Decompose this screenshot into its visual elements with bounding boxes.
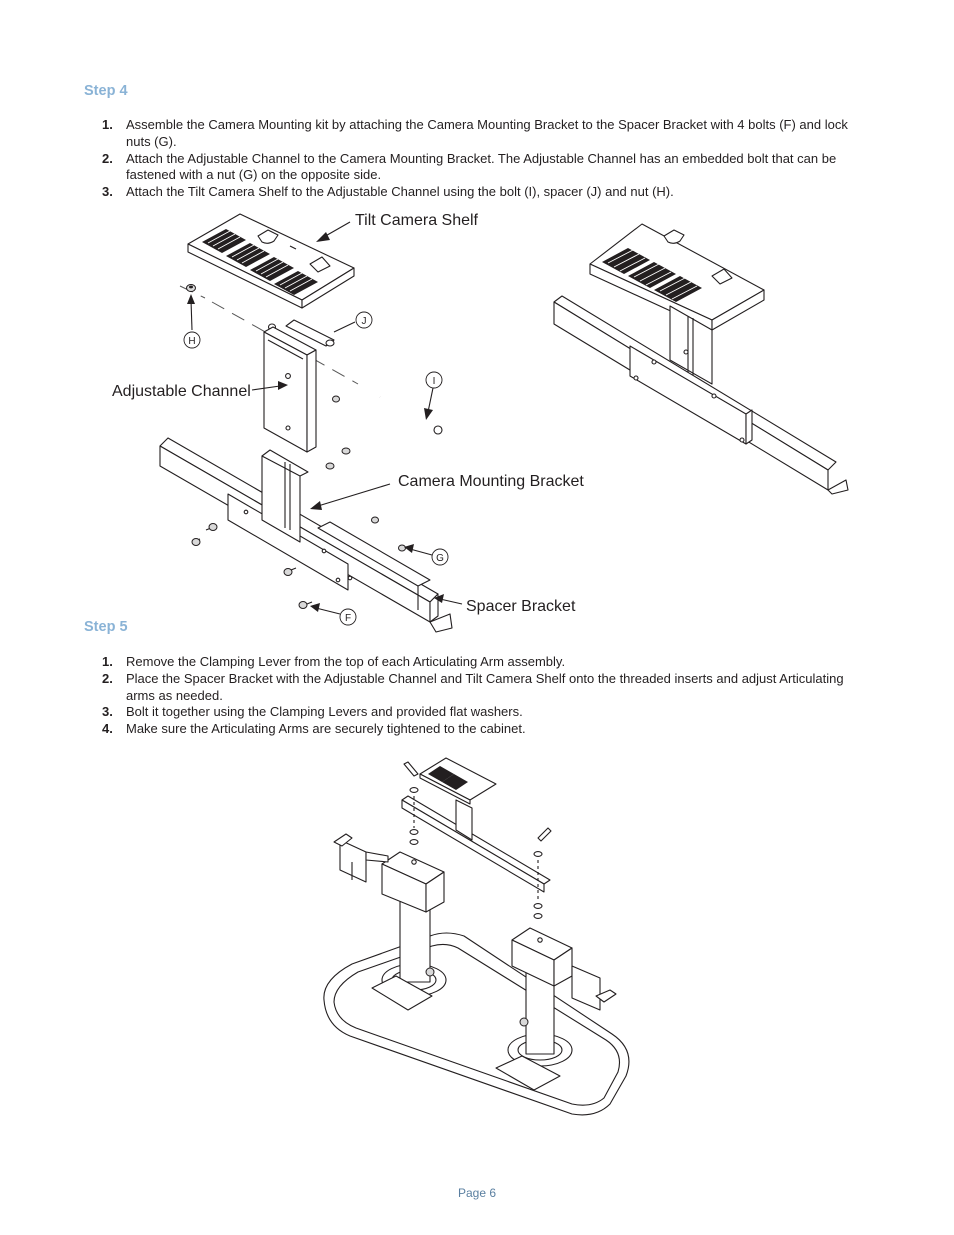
camera-mounting-bracket-label: Camera Mounting Bracket: [398, 473, 584, 490]
item-text: Attach the Adjustable Channel to the Cam…: [126, 150, 837, 183]
part-label-h: H: [188, 336, 195, 347]
adjustable-channel-label: Adjustable Channel: [112, 383, 251, 400]
callout-circle: [355, 311, 373, 329]
item-number: 1.: [102, 117, 113, 132]
part-label-f: F: [345, 613, 351, 624]
item-number: 2.: [102, 670, 113, 686]
exploded-view-diagram: H J I G F: [159, 213, 463, 633]
assembled-view-diagram: [553, 223, 849, 495]
item-number: 3.: [102, 184, 113, 200]
clamping-levers: [403, 761, 552, 919]
item-text: Assemble the Camera Mounting kit by atta…: [126, 117, 848, 149]
tilt-camera-shelf-label: Tilt Camera Shelf: [355, 212, 478, 229]
final-assembly-diagram: [323, 757, 630, 1116]
nut-h-part: [186, 284, 196, 292]
list-item: 3. Bolt it together using the Clamping Le…: [102, 704, 862, 721]
list-item: 2. Attach the Adjustable Channel to the C…: [102, 151, 862, 185]
list-item: 1. Remove the Clamping Lever from the top…: [102, 654, 862, 671]
item-number: 1.: [102, 654, 113, 669]
item-number: 4.: [102, 721, 113, 737]
item-text: Remove the Clamping Lever from the top o…: [126, 654, 566, 669]
step-5-list: 1. Remove the Clamping Lever from the top…: [102, 654, 862, 738]
part-label-j: J: [362, 316, 367, 327]
camera-mounting-bracket-part: [227, 449, 431, 610]
part-callouts: H J I G F: [183, 311, 449, 626]
item-text: Attach the Tilt Camera Shelf to the Adju…: [126, 184, 674, 200]
step-5-heading: Step 5: [84, 619, 128, 635]
item-text: Make sure the Articulating Arms are secu…: [126, 721, 526, 737]
part-label-g: G: [436, 553, 444, 564]
adjustable-channel-part: [263, 326, 340, 453]
callout-circle: [339, 608, 357, 626]
page-number: Page 6: [457, 1186, 497, 1200]
spacer-bracket-label: Spacer Bracket: [466, 598, 576, 615]
assembly-axis-line: [211, 301, 359, 385]
assembly-axis-line: [179, 285, 206, 299]
item-text: Bolt it together using the Clamping Leve…: [126, 704, 523, 720]
tilt-camera-shelf-part: [187, 213, 355, 309]
hardware-nuts-bolts: [191, 447, 406, 609]
item-text: Place the Spacer Bracket with the Adjust…: [126, 670, 844, 703]
list-item: 3. Attach the Tilt Camera Shelf to the Ad…: [102, 184, 862, 201]
base-plate: [323, 932, 630, 1116]
item-number: 3.: [102, 704, 113, 720]
list-item: 4. Make sure the Articulating Arms are se…: [102, 721, 862, 738]
part-label-i: I: [433, 376, 436, 387]
item-number: 2.: [102, 150, 113, 166]
leader-lines: [187, 221, 463, 615]
bolt-i-part: [379, 396, 443, 435]
callout-circle: [431, 548, 449, 566]
list-item: 1. Assemble the Camera Mounting kit by at…: [102, 117, 862, 151]
callout-circle: [425, 371, 443, 389]
list-item: 2. Place the Spacer Bracket with the Adju…: [102, 671, 862, 705]
step-4-heading: Step 4: [84, 83, 128, 99]
callout-circle: [183, 331, 201, 349]
step-4-list: 1. Assemble the Camera Mounting kit by at…: [102, 117, 862, 201]
